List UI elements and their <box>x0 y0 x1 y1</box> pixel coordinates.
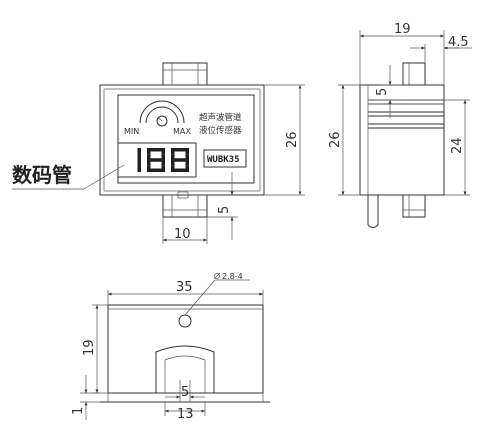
seven-segment-display <box>117 142 197 178</box>
gauge-knob <box>156 115 168 127</box>
segment-f <box>171 148 175 160</box>
front-body <box>99 84 265 196</box>
side-bottom-connector <box>402 194 426 218</box>
bottom-slot <box>155 345 215 393</box>
front-dim-height: 26 <box>285 131 300 148</box>
bottom-dim-base: 1 <box>71 407 86 415</box>
segment-b <box>161 148 165 160</box>
front-label-panel <box>117 94 255 184</box>
segment-c <box>161 160 165 172</box>
callout-label: 数码管 <box>12 163 72 187</box>
side-dim-offset: 4.5 <box>448 35 469 50</box>
gauge-max-label: MAX <box>173 127 191 136</box>
model-label: WUBK35 <box>207 155 240 165</box>
segment-c <box>137 160 141 172</box>
side-dim-height-right: 24 <box>450 137 465 154</box>
front-view: MIN MAX 超声波管道 液位传感器 188 WUBK35 数码管 26 5 <box>12 62 305 244</box>
segment-g <box>171 158 189 162</box>
callout-leader <box>83 164 125 190</box>
front-dim-connector-width: 10 <box>174 227 191 242</box>
front-top-connector <box>162 62 208 86</box>
side-dim-width: 19 <box>394 22 411 37</box>
segment-d <box>171 168 189 172</box>
side-view: 19 4.5 5 26 24 <box>328 22 472 228</box>
segment-b <box>137 148 141 160</box>
segment-c <box>185 160 189 172</box>
mounting-hole <box>178 314 192 328</box>
model-box <box>203 149 247 168</box>
segment-a <box>147 148 165 152</box>
segment-g <box>147 158 165 162</box>
display-digits <box>137 148 189 172</box>
segment-f <box>147 148 151 160</box>
segment-d <box>147 168 165 172</box>
product-name-line2: 液位传感器 <box>199 125 242 136</box>
segment-b <box>185 148 189 160</box>
front-bottom-connector <box>162 194 208 218</box>
gauge-arc <box>139 100 185 124</box>
hole-label: 2.8-4 <box>222 272 243 281</box>
product-name-line1: 超声波管道 <box>199 112 242 123</box>
side-dim-height-left: 26 <box>328 131 343 148</box>
bottom-dim-slot-inner: 5 <box>181 385 189 400</box>
bottom-body <box>107 304 264 394</box>
segment-e <box>171 160 175 172</box>
bottom-view: 35 2.8-4 19 1 5 13 <box>71 272 270 422</box>
segment-e <box>147 160 151 172</box>
bottom-dim-width: 35 <box>176 280 193 295</box>
diameter-icon <box>214 273 220 279</box>
bottom-dim-slot-outer: 13 <box>177 407 194 422</box>
front-dim-bottom-gap: 5 <box>217 206 232 214</box>
side-body <box>359 84 445 196</box>
gauge-min-label: MIN <box>124 127 139 136</box>
segment-a <box>171 148 189 152</box>
bottom-dim-height: 19 <box>82 339 97 356</box>
side-dim-gap: 5 <box>375 88 390 96</box>
side-top-connector <box>402 62 426 86</box>
